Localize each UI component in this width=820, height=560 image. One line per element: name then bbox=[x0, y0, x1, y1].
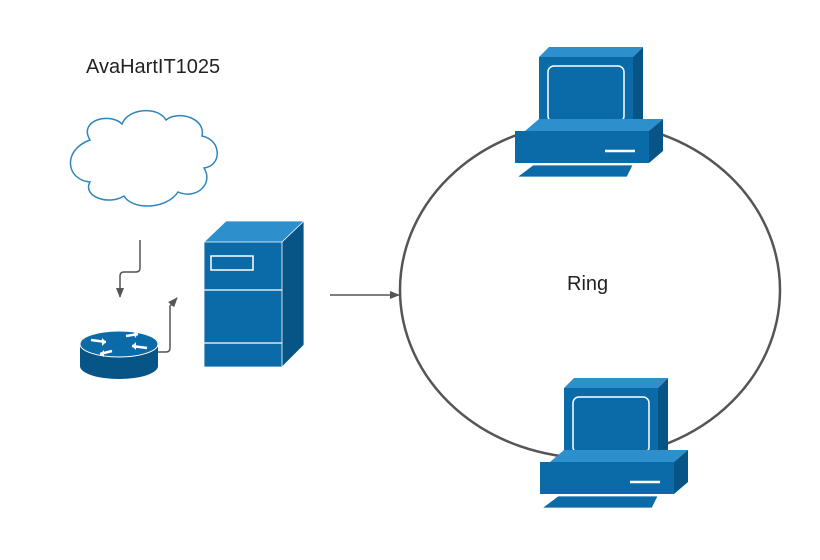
cloud-to-router-connector bbox=[116, 240, 141, 298]
router-icon bbox=[79, 330, 159, 379]
author-label: AvaHartIT1025 bbox=[86, 56, 221, 78]
ring-label: Ring bbox=[567, 273, 609, 295]
desktop-computer-icon bbox=[540, 378, 688, 509]
cloud-icon bbox=[69, 110, 218, 207]
server-tower-icon bbox=[203, 220, 305, 368]
router-to-server-connector bbox=[158, 297, 178, 353]
desktop-computer-icon bbox=[515, 47, 663, 178]
